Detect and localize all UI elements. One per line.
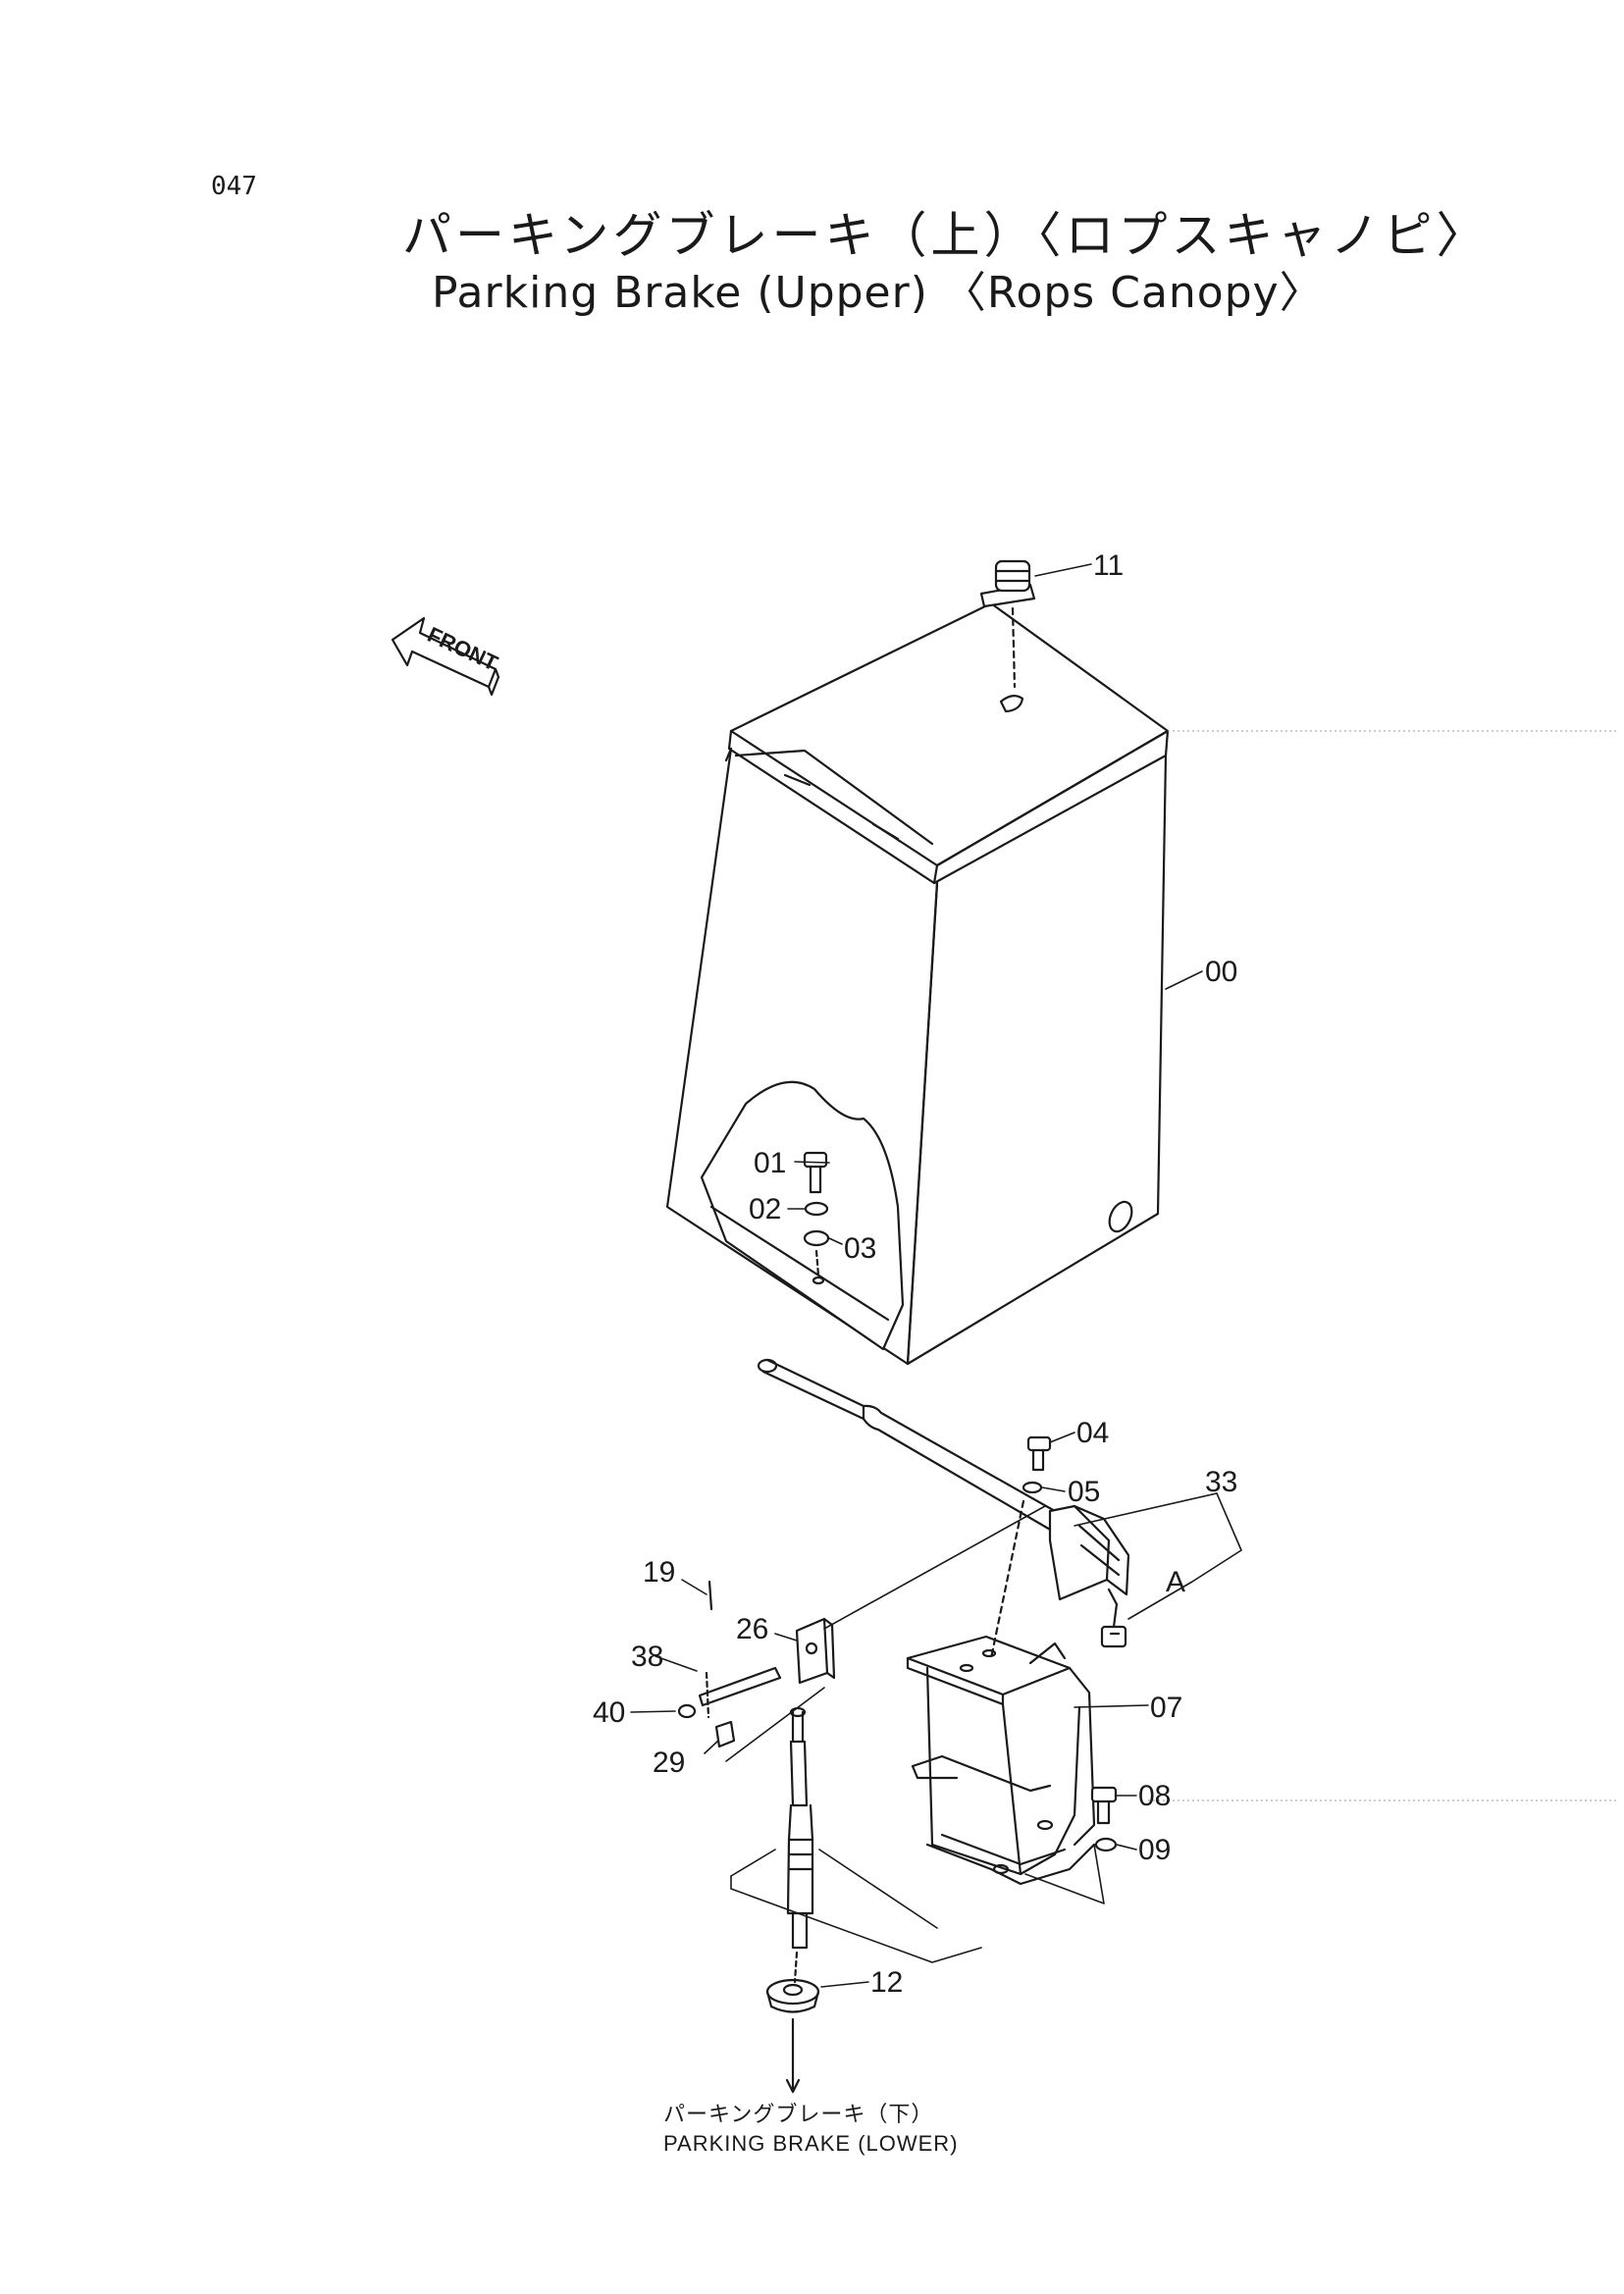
parts-08-09-bolt-washer: [1090, 1786, 1118, 1852]
front-arrow-icon: [391, 616, 500, 697]
label-11: 11: [1093, 549, 1124, 582]
title-japanese: パーキングブレーキ（上）〈ロプスキャノピ〉: [402, 207, 1490, 264]
footer-japanese: パーキングブレーキ（下）: [663, 2102, 933, 2126]
label-00: 00: [1205, 956, 1237, 988]
label-08: 08: [1138, 1780, 1171, 1812]
title-english: Parking Brake (Upper) 〈Rops Canopy〉: [432, 268, 1324, 318]
console-cover: [665, 601, 1170, 1366]
page-number: 047: [211, 172, 257, 201]
label-38: 38: [631, 1641, 663, 1673]
label-03: 03: [844, 1232, 876, 1265]
parts-04-05-bolt-washer: [989, 1435, 1052, 1660]
label-07: 07: [1150, 1692, 1182, 1724]
label-40: 40: [593, 1696, 625, 1729]
clevis-pin-group: [677, 1580, 836, 1748]
label-02: 02: [749, 1193, 781, 1225]
label-26: 26: [736, 1613, 768, 1645]
label-04: 04: [1076, 1417, 1109, 1449]
bracket-07: [906, 1635, 1096, 1886]
page-edge-dots: [1148, 730, 1619, 1801]
brake-cable-rod: [765, 1706, 820, 2094]
brake-lever: [757, 1358, 1130, 1648]
label-12: 12: [870, 1966, 903, 1999]
footer-english: PARKING BRAKE (LOWER): [663, 2131, 959, 2156]
part-11-plug: [979, 559, 1036, 689]
label-09: 09: [1138, 1834, 1171, 1866]
label-05: 05: [1068, 1476, 1100, 1508]
label-01: 01: [754, 1147, 786, 1179]
label-19: 19: [643, 1556, 675, 1589]
label-33: 33: [1205, 1466, 1237, 1498]
leader-lines: [630, 563, 1242, 1988]
label-29: 29: [653, 1747, 685, 1779]
label-A: A: [1166, 1566, 1185, 1598]
